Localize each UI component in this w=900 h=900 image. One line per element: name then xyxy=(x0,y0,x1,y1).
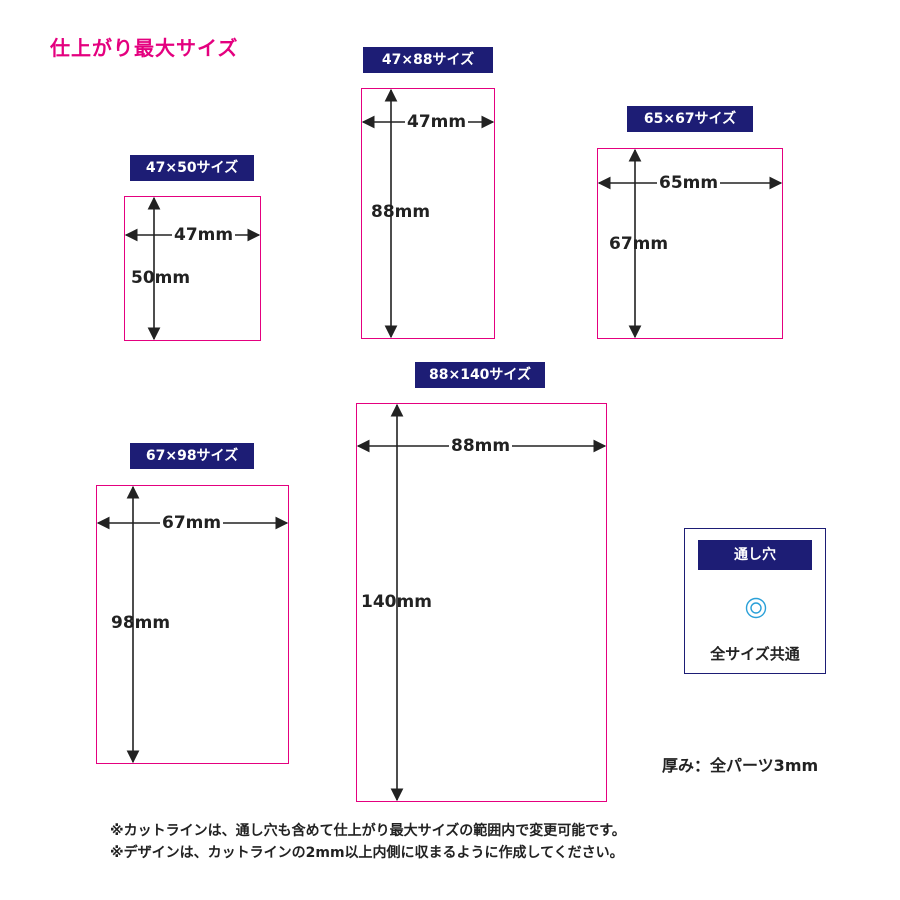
size-badge-67x98: 67×98サイズ xyxy=(130,443,254,469)
thickness-note: 厚み：全パーツ3mm xyxy=(662,756,819,775)
height-label-88x140: 140mm xyxy=(361,592,432,612)
note-design: ※デザインは、カットラインの2mm以上内側に収まるように作成してください。 xyxy=(110,845,624,861)
width-label-88x140: 88mm xyxy=(449,436,513,456)
note-cutline: ※カットラインは、通し穴も含めて仕上がり最大サイズの範囲内で変更可能です。 xyxy=(110,823,626,839)
through-hole-caption: 全サイズ共通 xyxy=(710,645,800,663)
concentric-circle-icon xyxy=(745,597,767,619)
width-label-67x98: 67mm xyxy=(160,513,224,533)
height-label-47x88: 88mm xyxy=(371,202,431,222)
notes: ※カットラインは、通し穴も含めて仕上がり最大サイズの範囲内で変更可能です。 ※デ… xyxy=(110,820,870,864)
height-label-65x67: 67mm xyxy=(609,234,669,254)
width-label-65x67: 65mm xyxy=(657,173,721,193)
width-label-47x50: 47mm xyxy=(172,225,236,245)
height-label-47x50: 50mm xyxy=(131,268,191,288)
width-label-47x88: 47mm xyxy=(405,112,469,132)
page-title: 仕上がり最大サイズ xyxy=(50,36,239,60)
size-badge-65x67: 65×67サイズ xyxy=(627,106,753,132)
cut-box-47x50 xyxy=(124,196,261,341)
through-hole-badge: 通し穴 xyxy=(698,540,812,570)
size-badge-88x140: 88×140サイズ xyxy=(415,362,545,388)
height-label-67x98: 98mm xyxy=(111,613,171,633)
size-badge-47x88: 47×88サイズ xyxy=(363,47,493,73)
through-hole-panel: 通し穴 全サイズ共通 xyxy=(684,528,826,674)
size-badge-47x50: 47×50サイズ xyxy=(130,155,254,181)
